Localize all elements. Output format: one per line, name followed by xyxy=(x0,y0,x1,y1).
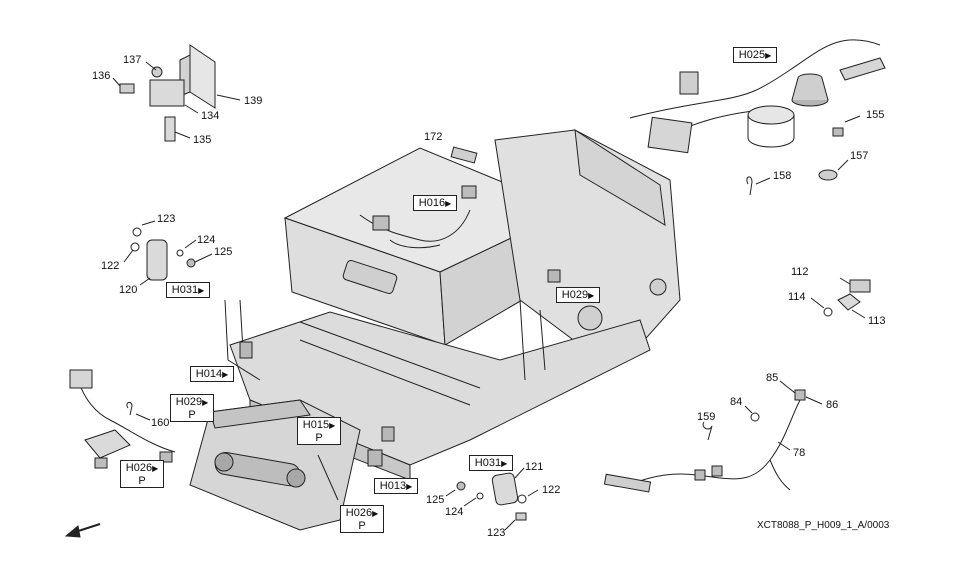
ref-sub: P xyxy=(138,475,146,487)
part-label-124-upper: 124 xyxy=(197,234,216,246)
play-arrow-icon: ▶ xyxy=(198,286,205,295)
play-arrow-icon: ▶ xyxy=(152,464,159,473)
lower-lamp-assembly xyxy=(445,467,539,531)
play-arrow-icon: ▶ xyxy=(445,199,452,208)
ref-sub: P xyxy=(358,520,366,532)
part-label-123-lower: 123 xyxy=(487,527,506,539)
ref-code: H026 xyxy=(345,507,373,519)
part-label-78: 78 xyxy=(793,447,806,459)
ref-box-h015-p[interactable]: H015▶ P xyxy=(297,417,341,445)
ref-box-h026-p-center[interactable]: H026▶ P xyxy=(340,505,384,533)
direction-arrow-icon xyxy=(64,523,101,538)
play-arrow-icon: ▶ xyxy=(765,51,772,60)
part-label-159: 159 xyxy=(697,411,716,423)
bracket-assembly xyxy=(112,44,241,142)
ref-box-h029-upper[interactable]: H029▶ xyxy=(556,287,600,303)
ref-code: H029 xyxy=(175,396,203,408)
play-arrow-icon: ▶ xyxy=(222,370,229,379)
part-label-136: 136 xyxy=(92,70,111,82)
ref-code: H016 xyxy=(418,197,446,209)
ref-box-h031-lower[interactable]: H031▶ xyxy=(469,455,513,471)
ref-box-h014[interactable]: H014▶ xyxy=(190,366,234,382)
part-label-122-upper: 122 xyxy=(101,260,120,272)
part-label-113: 113 xyxy=(868,315,886,327)
ref-box-h025[interactable]: H025▶ xyxy=(733,47,777,63)
ref-box-h013[interactable]: H013▶ xyxy=(374,478,418,494)
ref-code: H015 xyxy=(302,419,330,431)
part-label-134: 134 xyxy=(201,110,220,122)
lower-left-harness xyxy=(69,369,176,469)
part-label-84: 84 xyxy=(730,396,743,408)
part-label-139: 139 xyxy=(244,95,263,107)
part-label-125-lower: 125 xyxy=(426,494,445,506)
part-label-122-lower: 122 xyxy=(542,484,561,496)
part-label-125-upper: 125 xyxy=(214,246,233,258)
part-label-160: 160 xyxy=(151,417,170,429)
part-label-137: 137 xyxy=(123,54,142,66)
ref-code: H025 xyxy=(738,49,766,61)
left-lamp-assembly xyxy=(123,220,213,286)
ref-box-h016[interactable]: H016▶ xyxy=(413,195,457,211)
part-label-121: 121 xyxy=(525,461,544,473)
play-arrow-icon: ▶ xyxy=(202,398,209,407)
drawing-id: XCT8088_P_H009_1_A/0003 xyxy=(757,520,890,531)
play-arrow-icon: ▶ xyxy=(329,421,336,430)
part-label-86: 86 xyxy=(826,399,839,411)
part-label-172: 172 xyxy=(424,131,443,143)
part-label-135: 135 xyxy=(193,134,212,146)
part-label-114: 114 xyxy=(788,291,806,303)
beacon-harness-assembly xyxy=(629,39,886,196)
ref-code: H031 xyxy=(474,457,502,469)
machine-body xyxy=(189,129,681,531)
part-label-85: 85 xyxy=(766,372,779,384)
play-arrow-icon: ▶ xyxy=(588,291,595,300)
ref-box-h026-p-left[interactable]: H026▶ P xyxy=(120,460,164,488)
part-label-155: 155 xyxy=(866,109,885,121)
play-arrow-icon: ▶ xyxy=(372,509,379,518)
ref-code: H031 xyxy=(171,284,199,296)
part-label-158: 158 xyxy=(773,170,792,182)
part-label-112: 112 xyxy=(791,266,809,278)
play-arrow-icon: ▶ xyxy=(501,459,508,468)
ref-code: H029 xyxy=(561,289,589,301)
ref-code: H013 xyxy=(379,480,407,492)
right-bracket-assembly xyxy=(810,277,871,319)
part-label-123-upper: 123 xyxy=(157,213,176,225)
ref-sub: P xyxy=(315,432,323,444)
part-label-120: 120 xyxy=(119,284,138,296)
lower-right-harness xyxy=(603,380,823,493)
ref-sub: P xyxy=(188,409,196,421)
part-label-124-lower: 124 xyxy=(445,506,464,518)
ref-box-h029-p[interactable]: H029▶ P xyxy=(170,394,214,422)
ref-code: H026 xyxy=(125,462,153,474)
ref-code: H014 xyxy=(195,368,223,380)
play-arrow-icon: ▶ xyxy=(406,482,413,491)
part-label-157: 157 xyxy=(850,150,869,162)
ref-box-h031-upper[interactable]: H031▶ xyxy=(166,282,210,298)
